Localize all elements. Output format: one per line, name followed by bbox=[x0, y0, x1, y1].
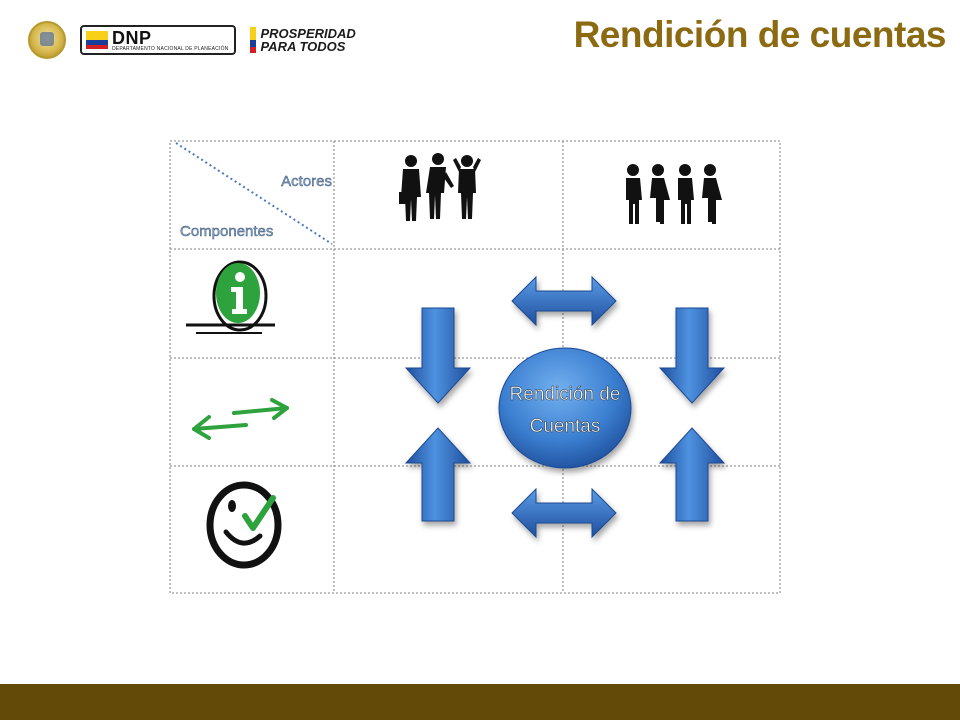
prosperidad-line2: PARA TODOS bbox=[260, 39, 346, 54]
arrow-up-left bbox=[404, 427, 472, 522]
arrow-up-right bbox=[658, 427, 726, 522]
information-icon bbox=[186, 260, 275, 334]
colombia-seal-icon bbox=[28, 21, 66, 59]
dnp-logo: DNP DEPARTAMENTO NACIONAL DE PLANEACIÓN bbox=[80, 25, 237, 55]
center-label-line2: Cuentas bbox=[530, 416, 601, 437]
arrow-bidirectional-bottom bbox=[511, 487, 617, 539]
slide-header: DNP DEPARTAMENTO NACIONAL DE PLANEACIÓN … bbox=[0, 0, 960, 80]
business-people-icon bbox=[399, 153, 481, 221]
dnp-logo-text: DNP bbox=[112, 27, 152, 48]
footer-bar bbox=[0, 684, 960, 720]
arrow-down-right bbox=[658, 307, 726, 404]
actors-label: Actores bbox=[281, 173, 332, 190]
citizens-icon bbox=[626, 164, 722, 224]
flag-stripe-icon bbox=[250, 27, 257, 53]
components-label: Componentes bbox=[180, 223, 273, 240]
dnp-logo-subtext: DEPARTAMENTO NACIONAL DE PLANEACIÓN bbox=[112, 45, 229, 52]
flow-arrows bbox=[404, 275, 726, 539]
incentives-smiley-icon bbox=[206, 481, 282, 569]
arrow-bidirectional-top bbox=[511, 275, 617, 327]
arrow-down-left bbox=[404, 307, 472, 404]
logos: DNP DEPARTAMENTO NACIONAL DE PLANEACIÓN … bbox=[28, 16, 356, 64]
header-diagonal bbox=[175, 142, 333, 245]
center-ellipse bbox=[498, 347, 632, 469]
dialogue-arrows-icon bbox=[192, 398, 289, 440]
page-title: Rendición de cuentas bbox=[573, 14, 947, 55]
prosperidad-line1: PROSPERIDAD bbox=[260, 26, 356, 41]
colombia-flag-icon bbox=[86, 31, 108, 49]
prosperidad-logo: PROSPERIDAD PARA TODOS bbox=[250, 26, 356, 54]
center-label-line1: Rendición de bbox=[510, 384, 621, 405]
